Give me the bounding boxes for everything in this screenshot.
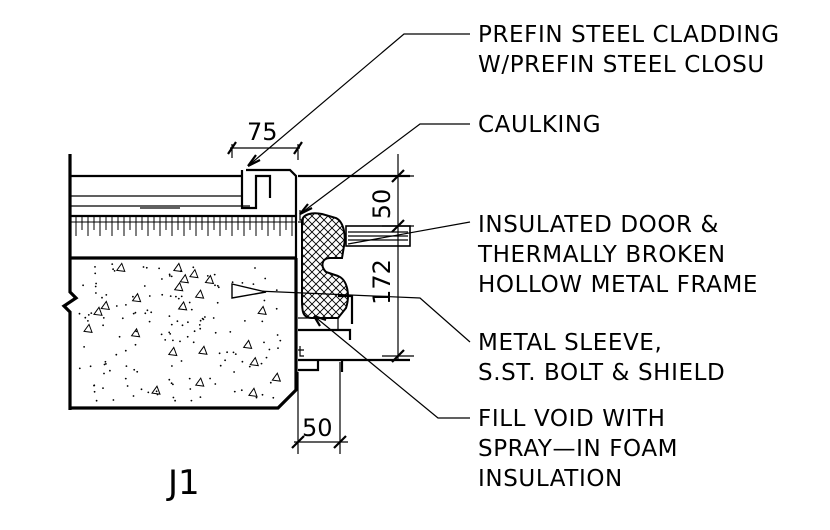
dim-top-width: 75 [247, 118, 278, 146]
spray-foam-void [301, 212, 349, 319]
steel-cladding [70, 168, 298, 258]
leader-door [347, 221, 471, 245]
note-caulking-line-1: CAULKING [478, 112, 601, 138]
note-foam-line-3: INSULATION [478, 466, 623, 492]
leader-cladding [247, 33, 470, 167]
anchor-wedge [231, 283, 267, 299]
concrete-wall [70, 256, 298, 410]
note-door-line-1: INSULATED DOOR & [478, 212, 719, 238]
wall-assembly [61, 154, 298, 410]
door-frame-assembly [298, 174, 411, 372]
note-foam-line-2: SPRAY—IN FOAM [478, 436, 678, 462]
leader-sleeve [233, 289, 471, 343]
detail-tag: J1 [166, 463, 200, 503]
wall-boundary [61, 154, 79, 410]
note-door-line-2: THERMALLY BROKEN [477, 242, 726, 268]
note-cladding-line-1: PREFIN STEEL CLADDING [478, 22, 780, 48]
leader-lines [231, 33, 471, 419]
note-foam-line-1: FILL VOID WITH [478, 406, 665, 432]
note-caulking: CAULKING [478, 112, 601, 138]
note-cladding-line-2: W/PREFIN STEEL CLOSU [478, 52, 765, 78]
note-door-line-3: HOLLOW METAL FRAME [478, 272, 758, 298]
callout-notes: PREFIN STEEL CLADDING W/PREFIN STEEL CLO… [477, 22, 780, 492]
dim-bottom-width: 50 [302, 414, 333, 442]
dim-frame-lower: 172 [368, 259, 396, 305]
note-sleeve-line-1: METAL SLEEVE, [478, 330, 662, 356]
insulation-band [70, 207, 296, 236]
note-sleeve-line-2: S.ST. BOLT & SHIELD [478, 360, 725, 386]
concrete-aggregate [78, 262, 282, 402]
leader-foam [313, 315, 470, 419]
insulation-hatch [70, 216, 296, 236]
note-cladding: PREFIN STEEL CLADDING W/PREFIN STEEL CLO… [478, 22, 780, 78]
note-sleeve: METAL SLEEVE, S.ST. BOLT & SHIELD [478, 330, 725, 386]
leader-caulking [299, 123, 470, 215]
note-door-frame: INSULATED DOOR & THERMALLY BROKEN HOLLOW… [477, 212, 758, 298]
note-foam: FILL VOID WITH SPRAY—IN FOAM INSULATION [478, 406, 678, 492]
dim-frame-upper: 50 [368, 189, 396, 220]
